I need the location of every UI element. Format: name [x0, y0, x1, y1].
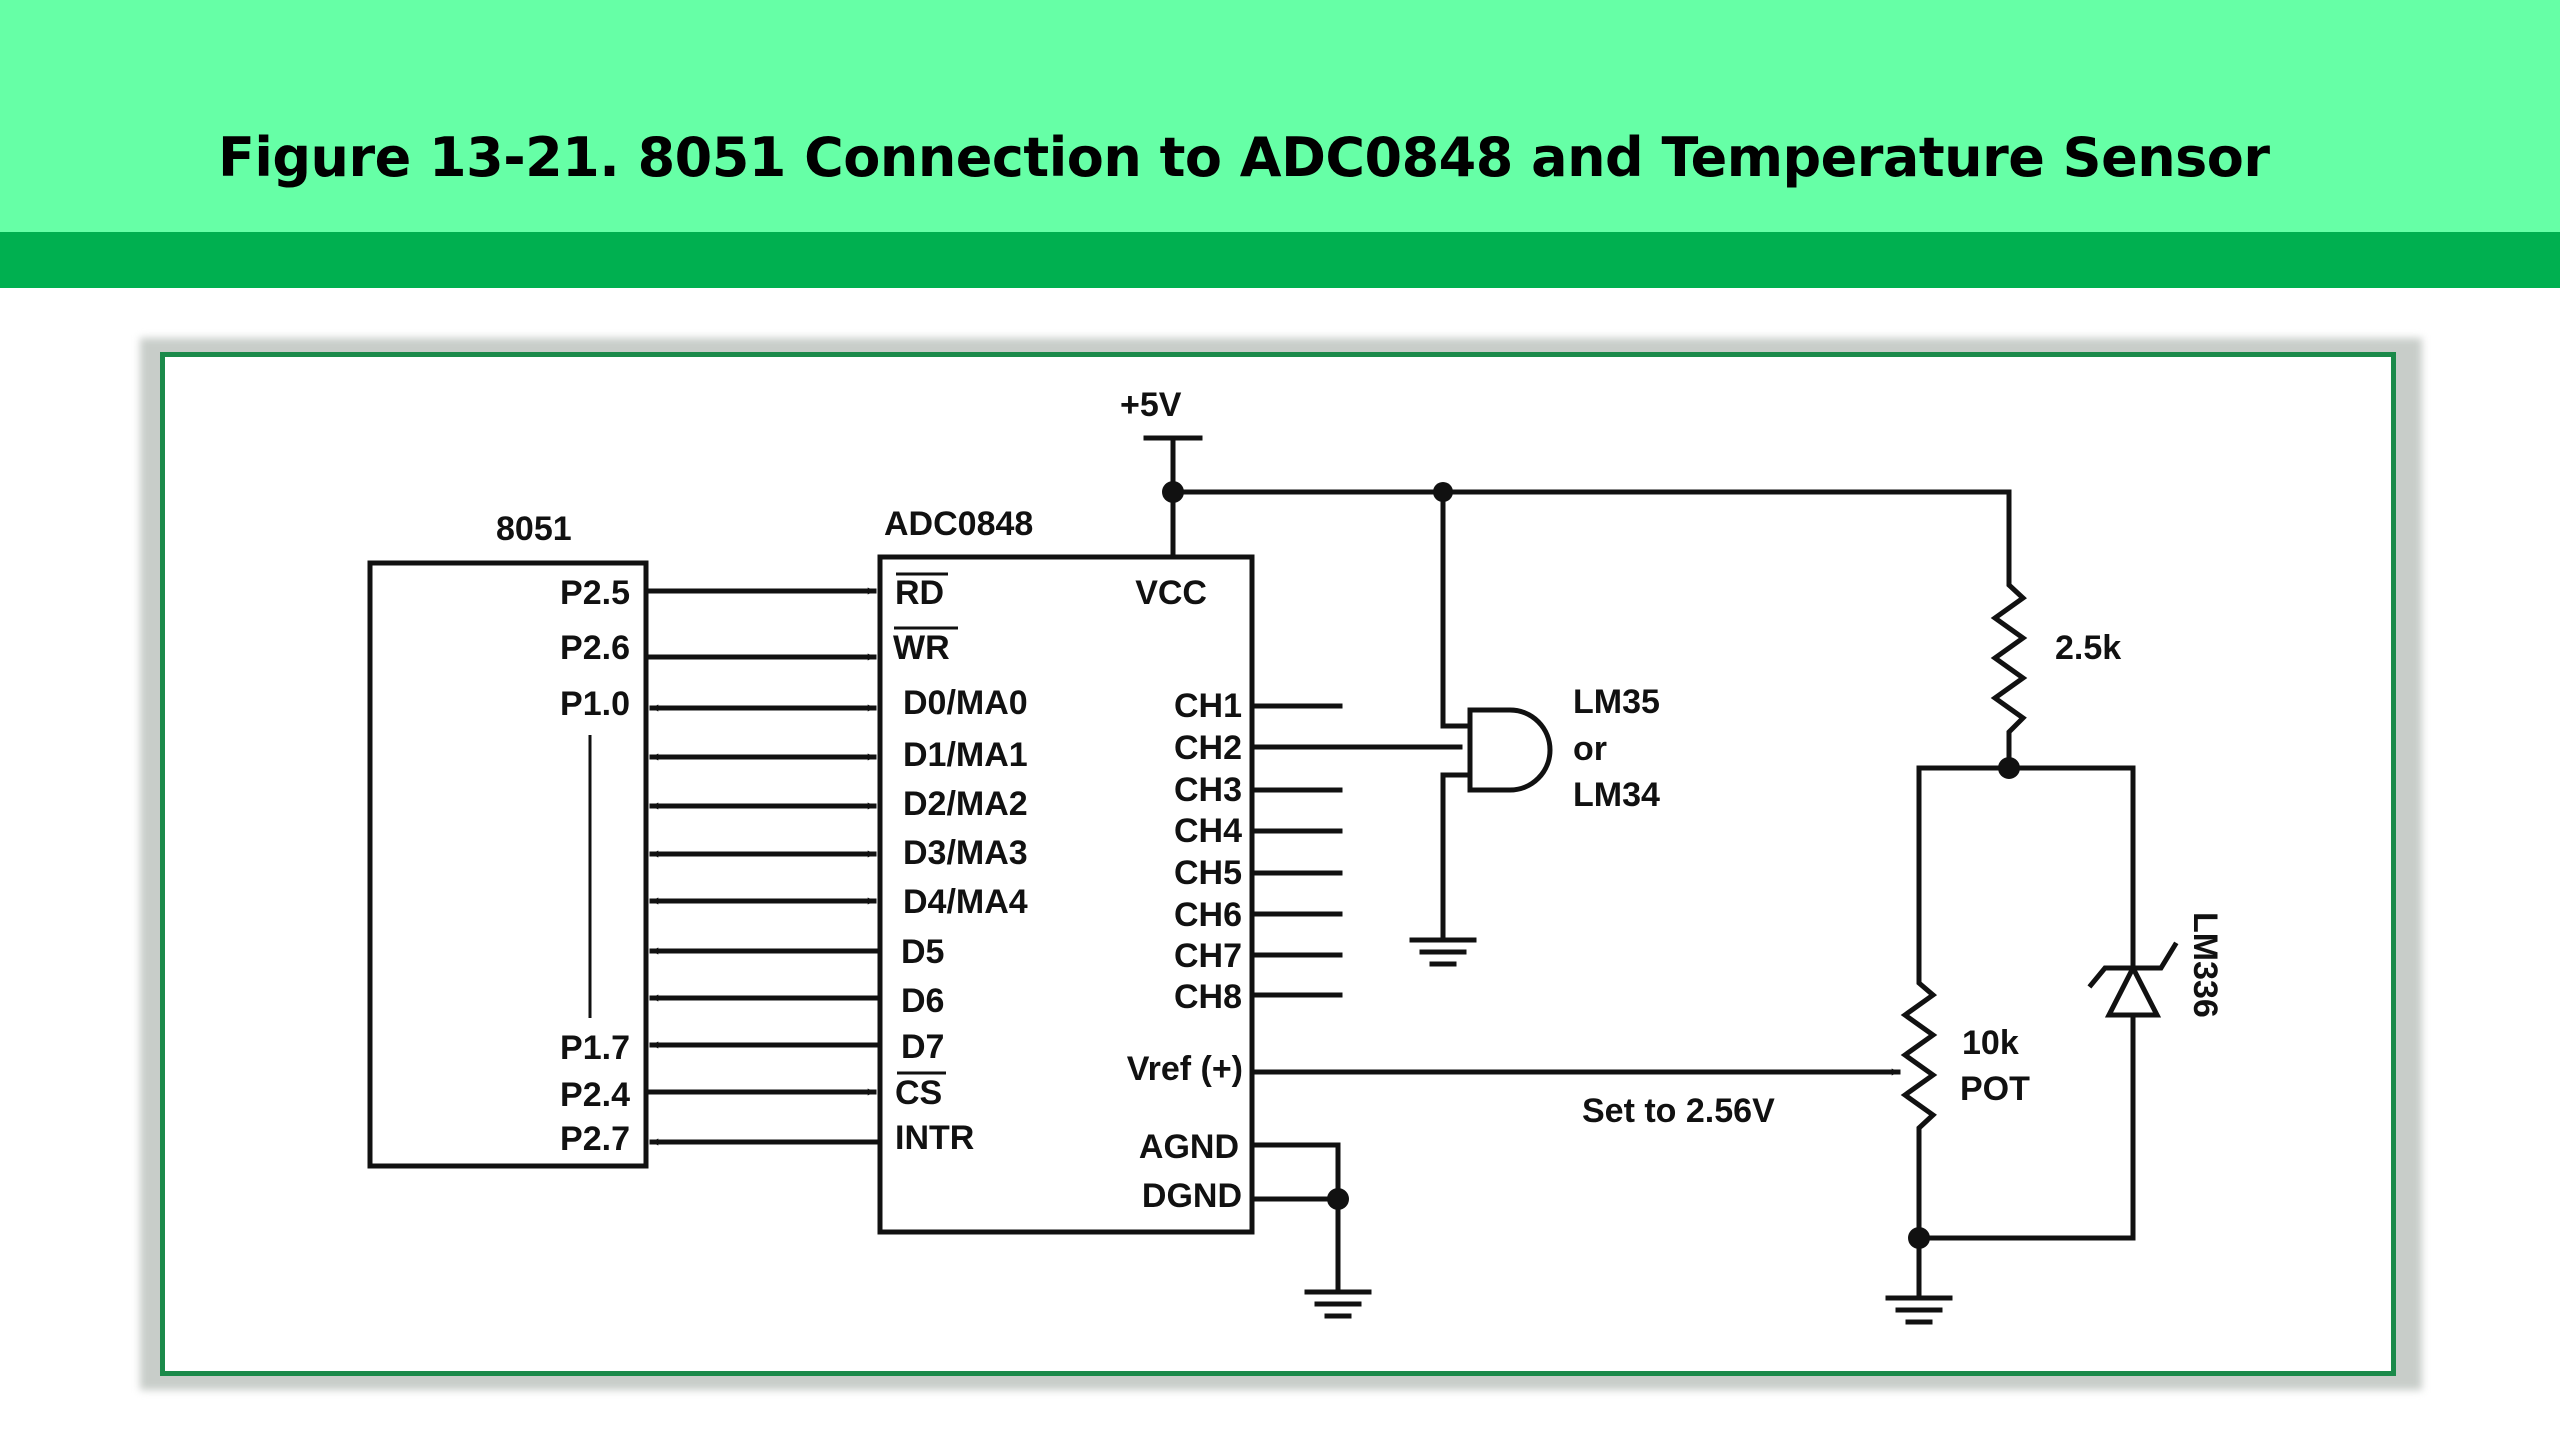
adc-pin-d2: D2/MA2 [903, 785, 1028, 823]
junction-adc-ground [1327, 1188, 1349, 1210]
adc-pin-wr: WR [893, 629, 950, 667]
resistor-label: 2.5k [2055, 629, 2121, 667]
sensor-label-3: LM34 [1573, 776, 1660, 814]
zener-label: LM336 [2186, 912, 2224, 1018]
zener-icon [2104, 962, 2162, 1018]
ground-icon-sensor [1409, 937, 1477, 967]
adc-label: ADC0848 [884, 505, 1033, 543]
adc-pin-d3: D3/MA3 [903, 834, 1028, 872]
adc-pin-d7: D7 [901, 1028, 944, 1066]
adc-pin-d6: D6 [901, 982, 944, 1020]
pot-icon [1900, 765, 1938, 1241]
adc-pin-agnd: AGND [1139, 1128, 1239, 1166]
adc-pin-d1: D1/MA1 [903, 736, 1028, 774]
adc-block [877, 554, 1255, 1235]
mcu-pin-p2-7: P2.7 [560, 1120, 630, 1158]
adc-pin-ch3: CH3 [1174, 771, 1242, 809]
mcu-pin-p2-6: P2.6 [560, 629, 630, 667]
adc-pin-ch1: CH1 [1174, 687, 1242, 725]
adc-pin-ch7: CH7 [1174, 937, 1242, 975]
mcu-label: 8051 [496, 510, 572, 548]
figure-title: Figure 13-21. 8051 Connection to ADC0848… [218, 126, 2270, 189]
pot-label-1: 10k [1962, 1024, 2019, 1062]
adc-pin-cs: CS [895, 1074, 942, 1112]
resistor-icon [1990, 489, 2028, 771]
pot-label-2: POT [1960, 1070, 2030, 1108]
adc-pin-d4: D4/MA4 [903, 883, 1028, 921]
mcu-pin-p2-4: P2.4 [560, 1076, 630, 1114]
mcu-pin-p1-7: P1.7 [560, 1029, 630, 1067]
adc-pin-ch5: CH5 [1174, 854, 1242, 892]
adc-pin-vref: Vref (+) [1127, 1050, 1243, 1088]
adc-pin-intr: INTR [895, 1119, 974, 1157]
accent-bar [0, 232, 2560, 288]
ground-icon-pot [1885, 1295, 1953, 1325]
ground-icon-adc [1304, 1289, 1372, 1319]
mcu-block [367, 560, 649, 1169]
diagram-frame [160, 352, 2396, 1376]
zener-bar [2087, 941, 2179, 989]
sensor-label-1: LM35 [1573, 683, 1660, 721]
adc-pin-ch8: CH8 [1174, 978, 1242, 1016]
mcu-pin-p1-0: P1.0 [560, 685, 630, 723]
adc-pin-dgnd: DGND [1142, 1177, 1242, 1215]
mcu-pin-p2-5: P2.5 [560, 574, 630, 612]
adc-pin-rd: RD [895, 574, 944, 612]
supply-label: +5V [1120, 386, 1182, 424]
vref-note: Set to 2.56V [1582, 1092, 1775, 1130]
adc-pin-ch4: CH4 [1174, 812, 1242, 850]
title-band: Figure 13-21. 8051 Connection to ADC0848… [0, 0, 2560, 232]
temperature-sensor-icon [1467, 707, 1553, 793]
sensor-label-2: or [1573, 730, 1607, 768]
adc-pin-ch6: CH6 [1174, 896, 1242, 934]
adc-pin-ch2: CH2 [1174, 729, 1242, 767]
adc-pin-d0: D0/MA0 [903, 684, 1028, 722]
adc-pin-d5: D5 [901, 933, 944, 971]
adc-pin-vcc: VCC [1135, 574, 1207, 612]
